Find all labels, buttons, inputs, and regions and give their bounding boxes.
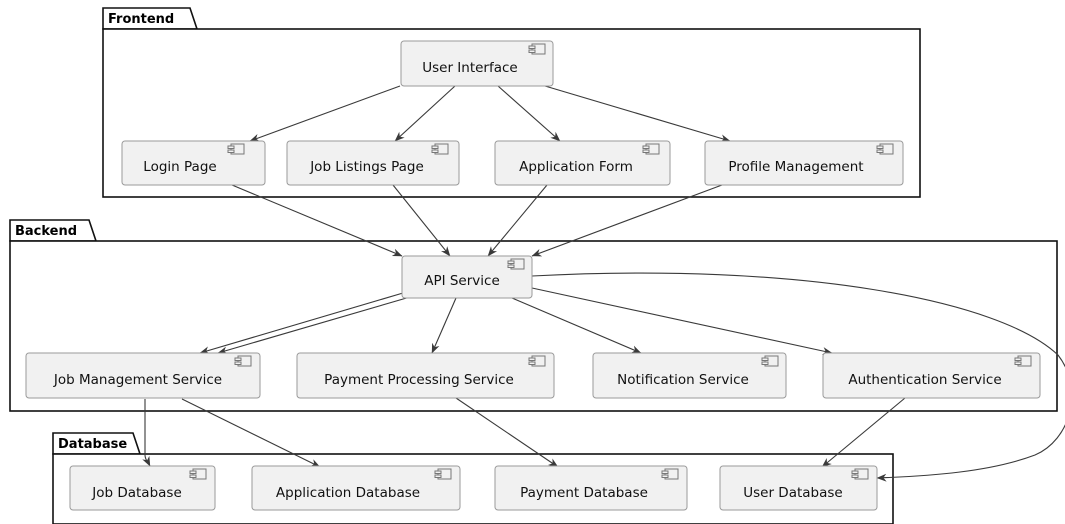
component-label: User Database [743, 485, 842, 501]
component-label: Job Database [91, 485, 182, 501]
edge-ui-to-profile-management [544, 85, 731, 143]
component-notification-service: Notification Service [592, 352, 787, 399]
component-label: Application Form [519, 159, 633, 175]
component-label: Application Database [276, 485, 420, 501]
component-icon [528, 355, 546, 367]
component-icon [851, 468, 869, 480]
edge-job-listings-to-api [392, 184, 451, 257]
component-icon [876, 143, 894, 155]
component-profile-management: Profile Management [704, 140, 904, 186]
edge-api-to-job-management-b [217, 296, 411, 355]
component-login-page: Login Page [121, 140, 266, 186]
edge-authentication-to-user-database [821, 397, 906, 468]
component-label: Notification Service [617, 372, 749, 388]
component-job-listings-page: Job Listings Page [286, 140, 460, 186]
component-user-interface: User Interface [400, 40, 554, 87]
component-application-database: Application Database [251, 465, 461, 511]
component-icon [661, 468, 679, 480]
edge-api-to-payment-processing [431, 297, 457, 354]
component-icon [761, 355, 779, 367]
component-label: User Interface [422, 60, 518, 76]
component-icon [234, 355, 252, 367]
edge-job-management-to-application-database [181, 398, 321, 468]
component-api-service: API Service [401, 255, 533, 299]
component-user-database: User Database [719, 465, 878, 511]
component-label: Profile Management [728, 159, 863, 175]
component-label: Login Page [143, 159, 216, 175]
component-icon [431, 143, 449, 155]
edge-api-to-job-management-a [199, 292, 404, 355]
edge-ui-to-application-form [497, 85, 561, 142]
component-icon [189, 468, 207, 480]
edge-api-to-authentication [531, 287, 833, 355]
component-label: Job Listings Page [309, 159, 424, 175]
component-job-management-service: Job Management Service [25, 352, 261, 399]
component-icon [434, 468, 452, 480]
edge-job-management-to-job-database [142, 399, 151, 467]
component-icon [528, 43, 546, 55]
component-icon [227, 143, 245, 155]
edge-login-to-api [231, 184, 403, 257]
edge-payment-processing-to-payment-database [455, 397, 559, 468]
package-label: Frontend [108, 12, 174, 27]
package-label: Backend [15, 224, 77, 239]
component-icon [642, 143, 660, 155]
component-icon [507, 258, 525, 270]
component-label: Authentication Service [848, 372, 1001, 388]
edge-api-to-notification [511, 297, 642, 354]
edge-api-to-user-database [531, 272, 1065, 482]
edges [142, 85, 1065, 482]
component-authentication-service: Authentication Service [822, 352, 1041, 399]
edge-ui-to-job-listings [394, 85, 456, 142]
edge-profile-management-to-api [531, 184, 723, 257]
component-label: Job Management Service [53, 372, 222, 388]
edge-application-form-to-api [487, 184, 548, 257]
component-icon [1014, 355, 1032, 367]
component-label: Payment Processing Service [324, 372, 514, 388]
package-label: Database [58, 437, 127, 452]
edge-ui-to-login [249, 85, 401, 142]
component-label: API Service [424, 273, 500, 289]
component-job-database: Job Database [69, 465, 216, 511]
component-label: Payment Database [520, 485, 648, 501]
component-payment-processing-service: Payment Processing Service [296, 352, 555, 399]
component-application-form: Application Form [494, 140, 671, 186]
component-payment-database: Payment Database [494, 465, 688, 511]
